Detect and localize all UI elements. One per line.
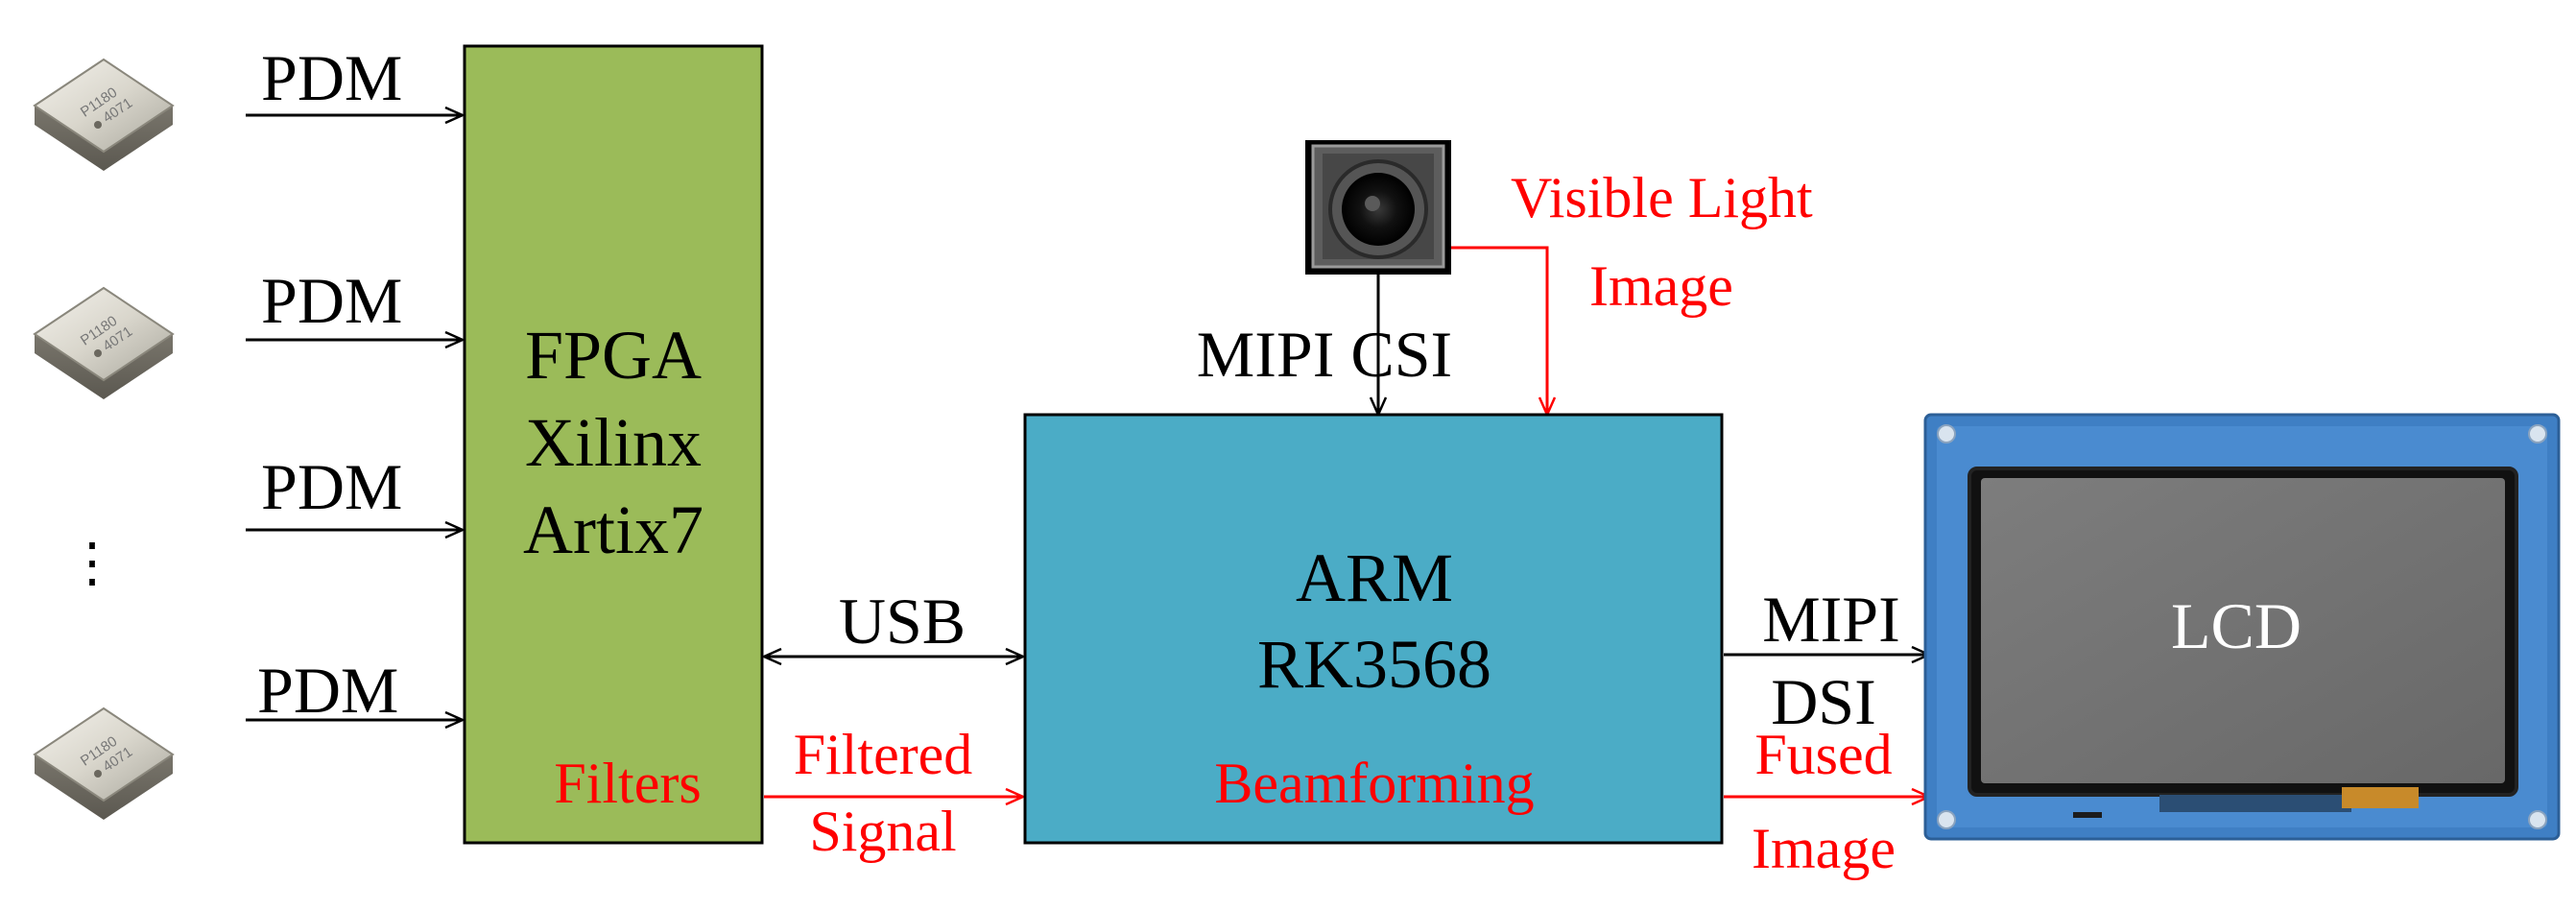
arm-beamforming-label: Beamforming (1214, 752, 1534, 815)
microphone-icon: P1180 4071 (33, 706, 175, 820)
lcd-label: LCD (2171, 589, 2302, 662)
usb-label: USB (839, 585, 966, 658)
filtered-signal-label: Filtered (794, 723, 973, 786)
fpga-vendor: Xilinx (525, 404, 702, 481)
mipi-csi-label: MIPI CSI (1197, 318, 1452, 391)
fused-image-label: Fused (1754, 723, 1892, 786)
visible-light-arrow (1451, 246, 1547, 415)
arm-model: RK3568 (1257, 626, 1491, 703)
pdm-label: PDM (257, 654, 398, 727)
arm-title: ARM (1296, 539, 1453, 616)
mipi-dsi-label: DSI (1771, 665, 1876, 738)
microphone-icon: P1180 4071 (33, 286, 175, 399)
fpga-title: FPGA (525, 317, 702, 394)
camera-icon (1305, 140, 1451, 275)
visible-light-label: Image (1589, 254, 1733, 318)
fpga-filters-label: Filters (554, 752, 701, 815)
visible-light-label: Visible Light (1511, 166, 1813, 229)
fpga-block (463, 44, 764, 845)
fused-image-label: Image (1752, 817, 1896, 880)
microphone-icon: P1180 4071 (33, 58, 175, 171)
pdm-label: PDM (261, 264, 402, 337)
pdm-label: PDM (261, 450, 402, 523)
lcd-display: LCD (1923, 413, 2561, 841)
ellipsis-label: ⋮ (65, 534, 119, 593)
arm-block (1023, 413, 1724, 845)
mipi-dsi-label: MIPI (1762, 583, 1900, 656)
filtered-signal-label: Signal (809, 800, 956, 863)
fpga-model: Artix7 (523, 491, 704, 568)
pdm-label: PDM (261, 41, 402, 114)
